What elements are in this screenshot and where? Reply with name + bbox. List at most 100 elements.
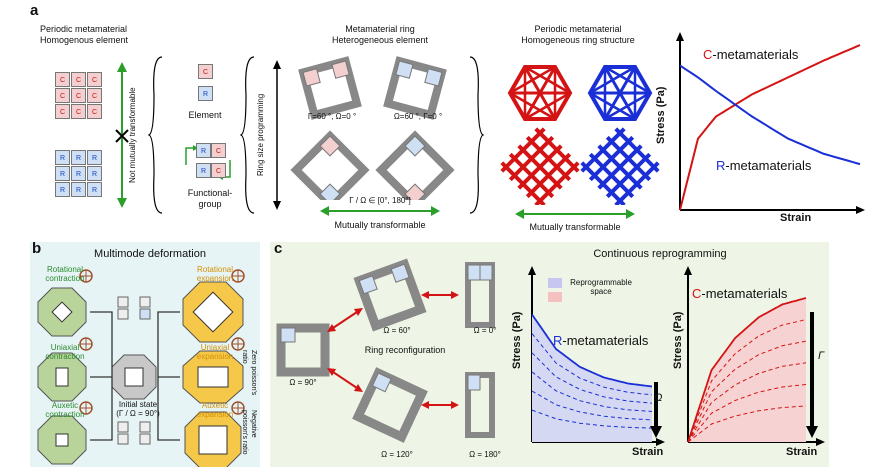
c-cell: C — [87, 88, 102, 103]
plus-symbol-left-1 — [79, 337, 93, 351]
ring-structure-title-line-1: Periodic metamaterial — [534, 24, 622, 34]
red-triangular-lattice — [507, 65, 573, 121]
chart-c-c-label: C-metamaterials — [692, 286, 787, 301]
mutually-transformable-arrow-2 — [515, 209, 635, 219]
ring-caption-2: Ω=60 °, Γ=0 ° — [393, 112, 443, 121]
omega-60-label: Ω = 60° — [383, 326, 411, 335]
omega-arrow-head — [650, 426, 662, 438]
chart-c-r-suffix: -metamaterials — [562, 333, 649, 348]
ring-sketch-1 — [298, 56, 362, 120]
chart-c-r-ylabel: Stress (Pa) — [511, 311, 523, 369]
fg-r-cell-1: R — [196, 143, 211, 158]
rotational-expansion-octagon — [182, 281, 244, 343]
c-cell: C — [71, 88, 86, 103]
ring-structure-title-line-2: Homogeneous ring structure — [521, 35, 635, 45]
left-title-line-1: Periodic metamaterial — [40, 24, 128, 34]
functional-group-line-2: group — [198, 199, 222, 209]
chart-a-series-C-metamaterials — [679, 44, 861, 211]
ring-omega-0 — [465, 262, 495, 328]
uniaxial-expansion-octagon — [182, 350, 244, 404]
legend-line-1: Reprogrammable — [570, 278, 632, 287]
panel-letter-a: a — [30, 2, 39, 19]
initial-state-octagon — [111, 354, 157, 400]
chart-c-c-dashed-curve — [687, 383, 807, 443]
initial-state-label: Initial state (Γ / Ω = 90°) — [108, 400, 168, 418]
aux-expansion-label: Auxetic expansion — [196, 401, 234, 419]
gamma-arrow-head — [806, 426, 818, 438]
r-cell: R — [87, 150, 102, 165]
chart-c-c-x-arrow — [816, 438, 825, 446]
rot-contraction-label: Rotational contraction — [45, 265, 85, 283]
chart-c-r-dashed-curve — [531, 333, 653, 396]
c-cell: C — [87, 104, 102, 119]
ring-caption-1: Γ=60 °, Ω=0 ° — [307, 112, 357, 121]
ring-programming-label: Ring size programming — [256, 93, 265, 177]
chart-c-c-dashed-curve — [687, 362, 807, 443]
ring-structure-title: Periodic metamaterial Homogeneous ring s… — [498, 24, 658, 46]
chart-c-r-dashed-curve — [531, 409, 652, 429]
chart-a-r-suffix: -metamaterials — [725, 158, 812, 173]
blue-triangular-lattice — [587, 65, 653, 121]
chart-a-c-label: C-metamaterials — [703, 47, 798, 62]
c-cell: C — [55, 72, 70, 87]
c-cell: C — [71, 104, 86, 119]
ring-omega-120 — [352, 367, 428, 443]
ring-omega-180 — [465, 372, 495, 438]
c-cell: C — [55, 104, 70, 119]
chart-c-r-dashed-curve — [531, 352, 653, 404]
omega-120-label: Ω = 120° — [381, 450, 413, 459]
uni-contraction-label: Uniaxial contraction — [45, 343, 85, 361]
chart-a-xlabel: Strain — [780, 212, 812, 224]
plus-symbol-right-1 — [231, 337, 245, 351]
ring-sketch-3 — [290, 130, 370, 200]
functional-group-line-1: Functional- — [187, 188, 233, 198]
chart-c-c-ylabel: Stress (Pa) — [672, 311, 684, 369]
mutually-transformable-label-1: Mutually transformable — [334, 220, 426, 230]
panel-c-title: Continuous reprogramming — [593, 248, 727, 260]
neg-poisson-label: Negative poisson's ratio — [241, 410, 257, 455]
rot-expansion-label: Rotational expansion — [196, 265, 234, 283]
fg-r-cell-2: R — [196, 163, 211, 178]
zero-poisson-label: Zero poisson's ratio — [241, 350, 257, 396]
uni-expansion-label: Uniaxial expansion — [196, 343, 234, 361]
legend-reprogrammable-swatch — [548, 278, 562, 288]
chart-c-r-dashed-curve — [531, 390, 653, 421]
red-diamond-lattice — [500, 127, 580, 205]
cell-group-bottom — [117, 421, 151, 445]
chart-c-r-series-R-metamaterials — [531, 313, 653, 388]
not-transformable-arrow — [115, 62, 129, 208]
ring-sketch-2 — [383, 56, 447, 120]
omega-90-label: Ω = 90° — [289, 378, 317, 387]
rotational-contraction-octagon — [37, 287, 87, 337]
plus-symbol-left-2 — [79, 401, 93, 415]
r-cell: R — [55, 150, 70, 165]
reconfig-arrows — [327, 291, 459, 409]
r-cell: R — [71, 182, 86, 197]
chart-a-c-prefix: C — [703, 47, 713, 62]
legend-text: Reprogrammable space — [566, 278, 636, 296]
chart-a-ylabel: Stress (Pa) — [655, 86, 667, 144]
chart-c-r-x-arrow — [656, 438, 665, 446]
ring-title-line-2: Heterogeneous element — [331, 35, 429, 45]
mutually-transformable-arrow-1 — [320, 206, 440, 216]
chart-c-c-band — [688, 298, 806, 442]
middle-brace — [240, 56, 255, 214]
panel-letter-b: b — [32, 240, 42, 257]
ring-reconfig-label: Ring reconfiguration — [364, 345, 446, 355]
chart-c-c-series-C-metamaterials — [687, 297, 807, 443]
auxetic-contraction-octagon — [37, 415, 87, 465]
left-title: Periodic metamaterial Homogenous element — [40, 24, 150, 46]
r-cell: R — [87, 182, 102, 197]
chart-a-r-prefix: R — [716, 158, 726, 173]
plus-symbol-right-2 — [231, 401, 245, 415]
chart-c-c-prefix: C — [692, 286, 702, 301]
right-brace — [469, 56, 484, 214]
chart-c-c-suffix: -metamaterials — [701, 286, 788, 301]
c-cell: C — [71, 72, 86, 87]
r-cell: R — [87, 166, 102, 181]
r-cell: R — [55, 182, 70, 197]
chart-c-c-xlabel: Strain — [786, 446, 818, 458]
chart-c-c — [684, 266, 825, 446]
